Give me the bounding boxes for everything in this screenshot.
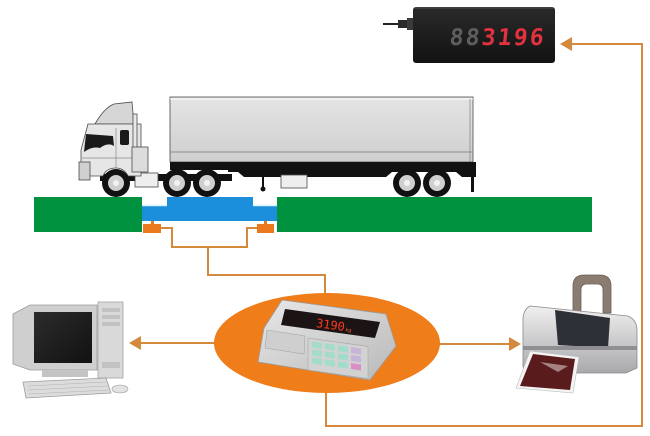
- display-digit: 9: [512, 25, 529, 51]
- monitor-screen: [34, 312, 92, 363]
- front-bumper: [78, 161, 91, 181]
- indicator-to-display-wire: [325, 43, 643, 427]
- display-digit: 1: [496, 25, 513, 51]
- wiring: [129, 37, 643, 427]
- wheel-icon: [163, 169, 191, 197]
- ground-right: [277, 197, 592, 232]
- printer-paper-tray: [572, 274, 612, 314]
- printer-icon: [515, 274, 638, 394]
- keypad-keys: [312, 341, 361, 371]
- cab-spoiler: [94, 101, 135, 125]
- platform-base: [142, 205, 277, 221]
- monitor-stand: [42, 370, 88, 377]
- printer-cover: [555, 310, 610, 348]
- wheel-icon: [423, 169, 451, 197]
- display-cable-icon: [383, 18, 413, 30]
- display-digits: 8 8 3 1 9 6: [448, 25, 545, 51]
- display-digit: 3: [480, 25, 497, 51]
- load-cell-right: [257, 224, 274, 233]
- display-digit: 6: [528, 25, 545, 51]
- printed-photo: [520, 354, 575, 390]
- fuel-tank: [134, 172, 159, 188]
- desktop-computer-icon: [12, 301, 129, 399]
- load-cell-stem: [264, 221, 267, 225]
- wheel-icon: [102, 169, 130, 197]
- display-digit: 8: [464, 25, 481, 51]
- load-cell-wire: [161, 227, 257, 248]
- toolbox: [280, 174, 308, 189]
- side-fairing: [131, 146, 149, 173]
- indicator-reading: 3190: [315, 316, 346, 334]
- trailer-chassis: [170, 162, 476, 177]
- semi-truck-icon: [78, 96, 476, 197]
- mouse: [111, 384, 129, 394]
- display-digit: 8: [448, 25, 465, 51]
- load-cell-to-indicator-wire: [207, 247, 326, 294]
- weighbridge: [34, 197, 592, 233]
- indicator-unit: kg: [345, 327, 352, 334]
- weighing-indicator: 3190 kg: [214, 293, 440, 393]
- door-window: [120, 130, 129, 145]
- arrow-left-icon: [560, 37, 572, 51]
- platform-deck: [167, 197, 253, 206]
- indicator-display-panel: [281, 309, 380, 338]
- load-cell-left: [143, 224, 161, 233]
- keypad: [307, 337, 369, 379]
- load-cell-stem: [151, 221, 154, 225]
- indicator-label-panel: [264, 329, 306, 355]
- windshield: [84, 134, 114, 152]
- display-housing: [413, 7, 555, 63]
- arrow-left-icon: [129, 336, 141, 350]
- weighing-indicator-icon: 3190 kg: [257, 299, 397, 381]
- ground-left: [34, 197, 142, 232]
- wheel-icon: [193, 169, 221, 197]
- wheel-icon: [393, 169, 421, 197]
- remote-display: 8 8 3 1 9 6: [383, 7, 555, 63]
- arrow-right-icon: [509, 337, 521, 351]
- trailer-box: [169, 96, 474, 163]
